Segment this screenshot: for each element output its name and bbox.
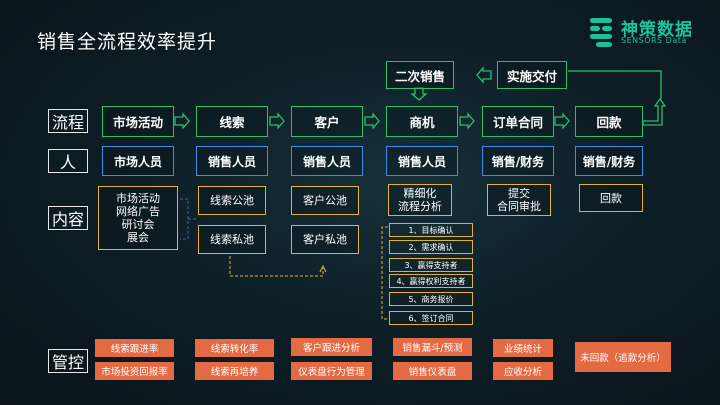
opportunity-step: 5、商务报价	[389, 292, 473, 306]
people-customer: 销售人员	[291, 146, 363, 176]
people-payment: 销售/财务	[575, 146, 643, 176]
people-leads: 销售人员	[196, 146, 268, 176]
control-item: 线索转化率	[195, 339, 274, 357]
flow-arrows	[174, 66, 667, 130]
control-item: 客户跟进分析	[291, 338, 372, 356]
opportunity-step: 3、赢得支持者	[389, 258, 473, 272]
flow-marketing: 市场活动	[102, 106, 174, 137]
control-item: 线索跟进率	[95, 339, 174, 357]
flow-opportunity: 商机	[386, 106, 458, 137]
control-item: 销售仪表盘	[393, 362, 472, 380]
content-lead-public-pool: 线索公池	[198, 186, 266, 215]
flow-customer: 客户	[291, 106, 363, 137]
content-customer-private-pool: 客户私池	[291, 225, 359, 254]
row-label-people: 人	[48, 149, 88, 173]
flow-secondary-sales: 二次销售	[386, 61, 454, 89]
people-opportunity: 销售人员	[386, 146, 458, 176]
opportunity-step: 2、需求确认	[389, 240, 473, 254]
brand-name: 神策数据	[621, 20, 693, 40]
people-order: 销售/财务	[482, 146, 554, 176]
people-marketing: 市场人员	[102, 146, 174, 176]
control-item: 仪表盘行为管理	[291, 362, 372, 380]
opportunity-step: 1、目标确认	[389, 223, 473, 237]
flow-implementation-delivery: 实施交付	[497, 61, 567, 89]
content-contract-approval: 提交 合同审批	[487, 184, 551, 216]
control-item: 未回款（追款分析）	[575, 342, 671, 372]
flow-leads: 线索	[196, 106, 268, 137]
opportunity-step: 6、签订合同	[389, 311, 473, 325]
brand-subtitle: SENSORS Data	[621, 36, 687, 45]
content-customer-public-pool: 客户公池	[291, 186, 359, 215]
brand-logo: 神策数据 SENSORS Data	[588, 14, 713, 50]
flow-order-contract: 订单合同	[482, 106, 554, 137]
row-label-content: 内容	[48, 206, 88, 230]
control-item: 销售漏斗/预测	[393, 338, 472, 356]
opportunity-step: 4、赢得权利支持者	[389, 274, 473, 288]
row-label-control: 管控	[48, 349, 88, 373]
flow-payment: 回款	[575, 106, 643, 137]
control-item: 业绩统计	[493, 339, 553, 357]
page-title: 销售全流程效率提升	[37, 31, 218, 53]
control-item: 线索再培养	[195, 362, 274, 380]
control-item: 应收分析	[493, 362, 553, 380]
content-opportunity-analysis: 精细化 流程分析	[388, 184, 452, 216]
control-item: 市场投资回报率	[95, 362, 174, 380]
row-label-flow: 流程	[48, 109, 88, 133]
content-marketing-channels: 市场活动 网络广告 研讨会 展会	[98, 186, 178, 250]
sensors-logo-icon	[590, 18, 612, 47]
content-payment: 回款	[579, 184, 643, 212]
content-lead-private-pool: 线索私池	[198, 225, 266, 254]
